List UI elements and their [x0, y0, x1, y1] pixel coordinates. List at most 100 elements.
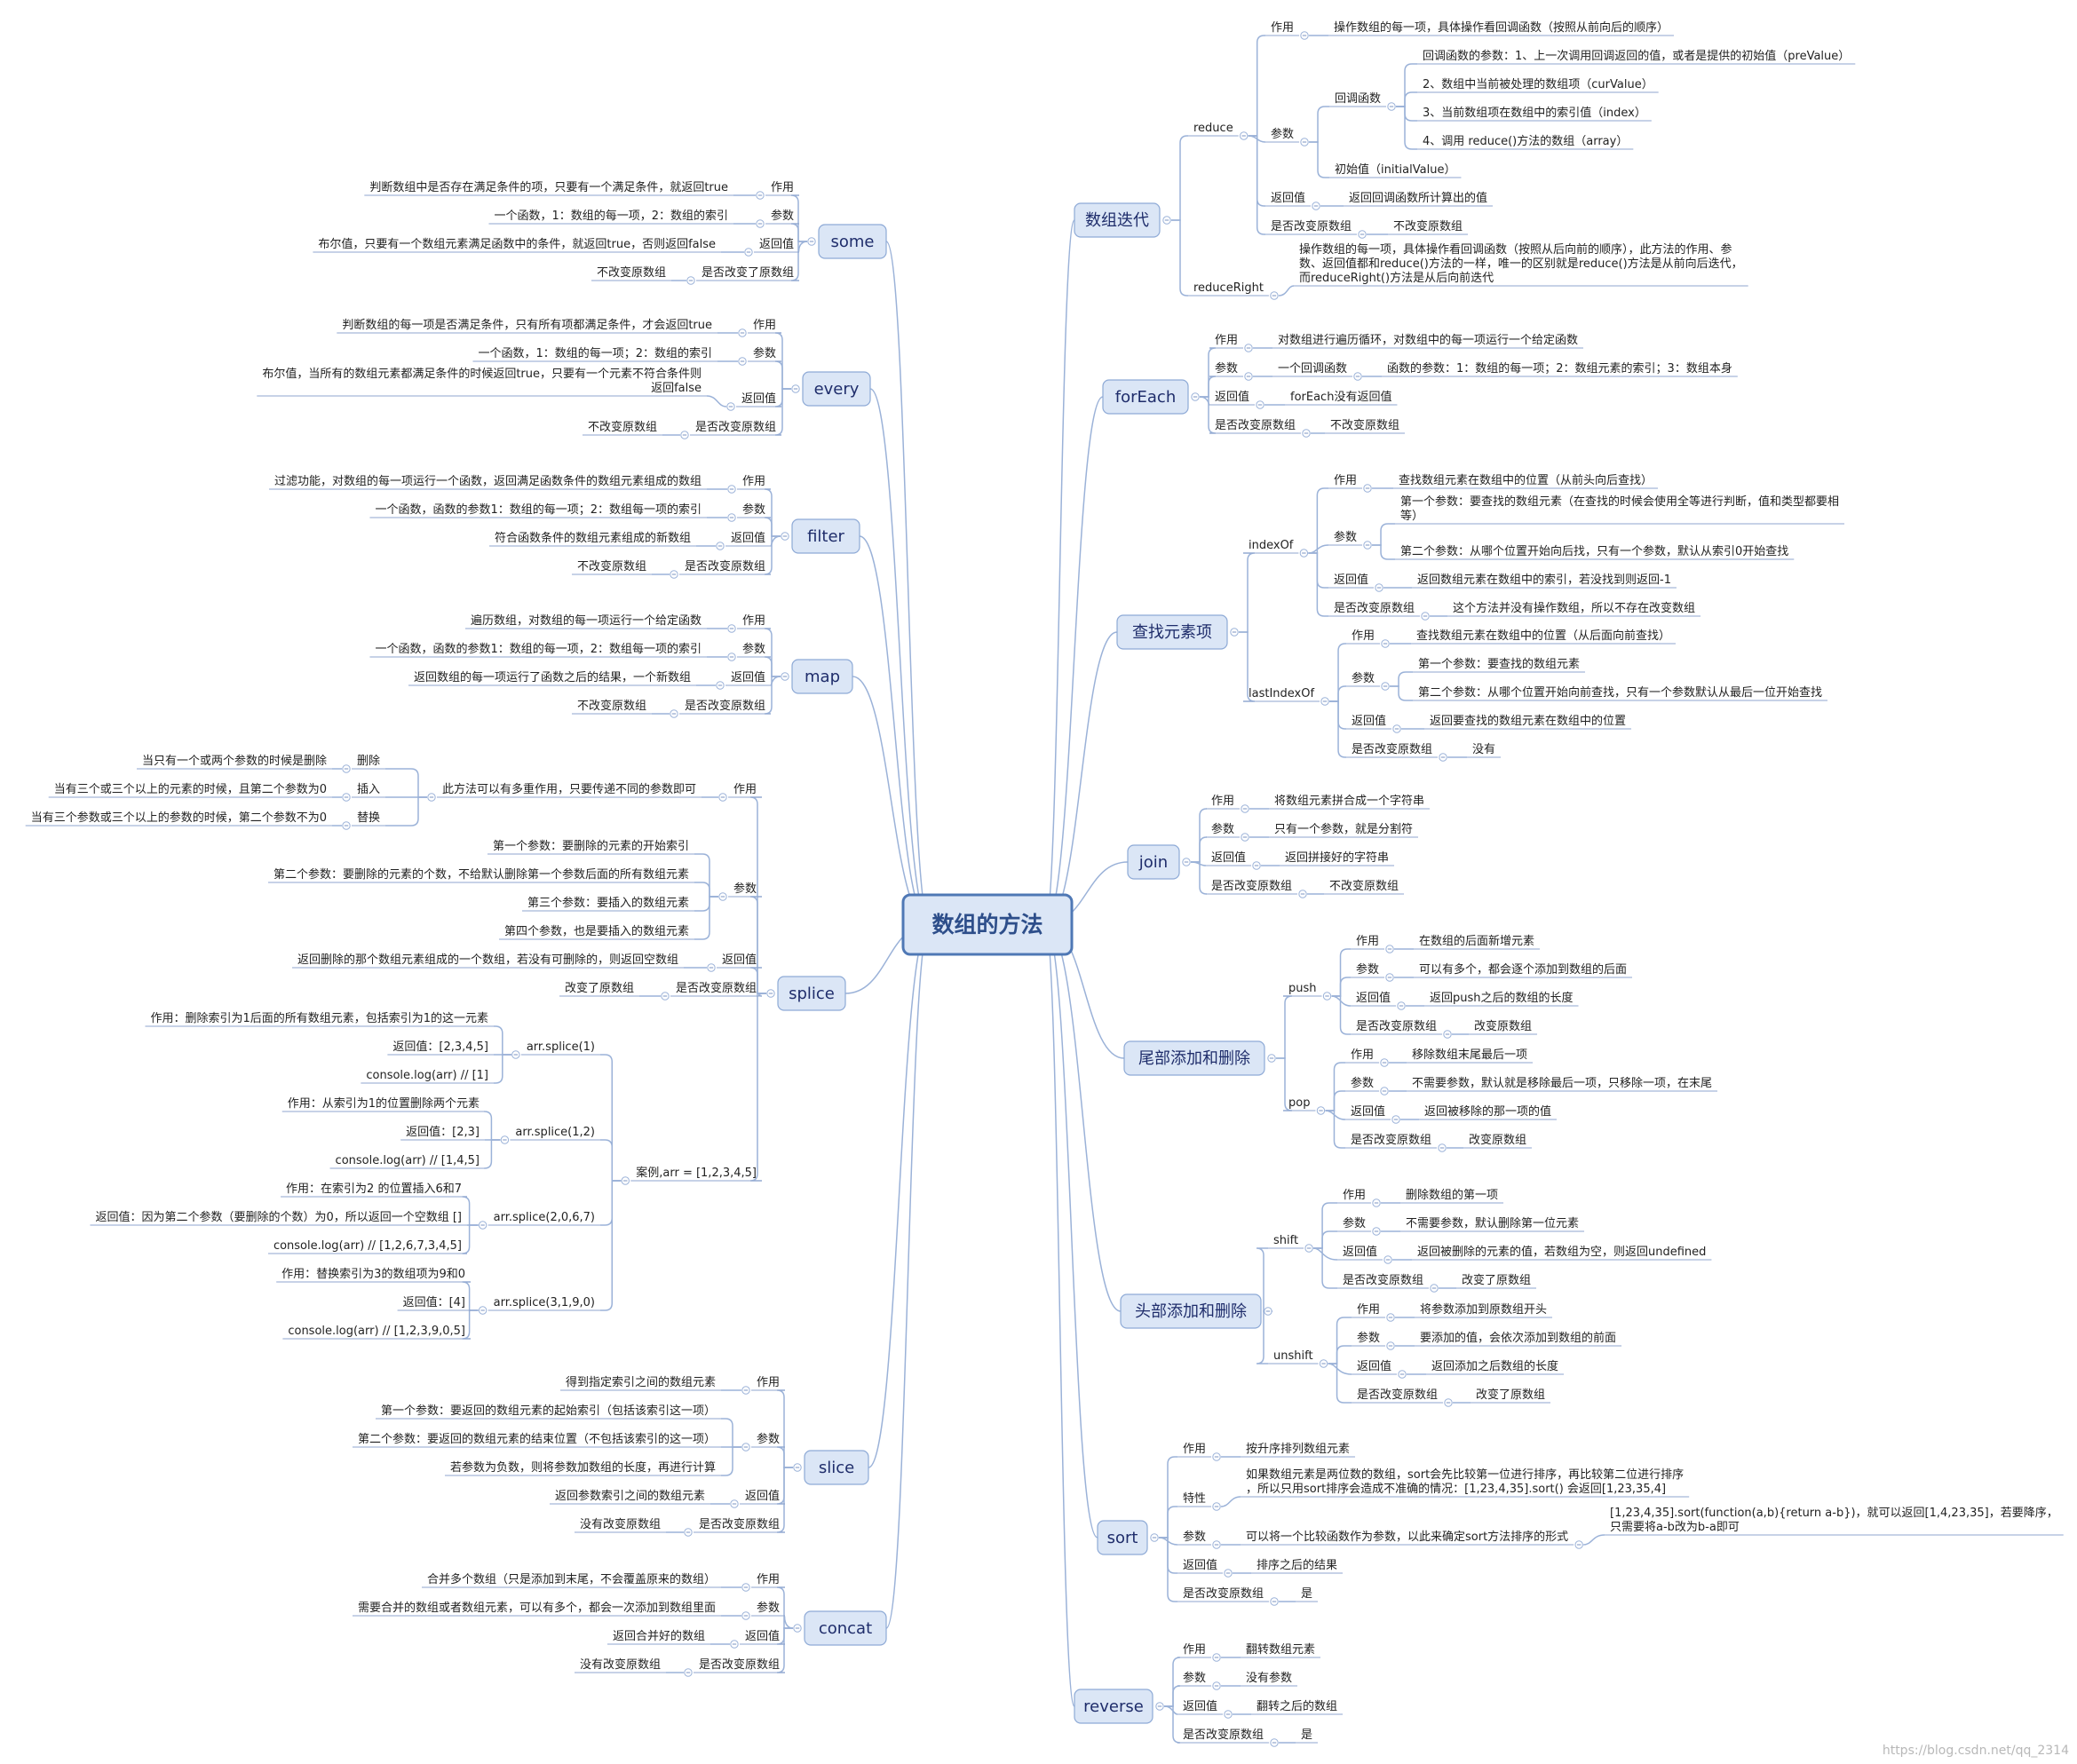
node-11-2[interactable]: 返回值 — [716, 670, 771, 690]
node-6-0[interactable]: 作用 — [1177, 1443, 1221, 1461]
node-6-2-0-0[interactable]: [1,23,4,35].sort(function(a,b){return a-… — [1605, 1506, 2064, 1536]
node-4-0-1[interactable]: 参数 — [1351, 962, 1394, 982]
node-4-0-0[interactable]: 作用 — [1351, 935, 1394, 953]
node-0-0-2-0[interactable]: 返回回调函数所计算出的值 — [1344, 191, 1494, 207]
node-10-3-0[interactable]: 不改变原数组 — [571, 559, 652, 575]
node-2-1-2[interactable]: 返回值 — [1346, 714, 1401, 733]
node-13-1[interactable]: 参数 — [741, 1432, 785, 1452]
node-4-1[interactable]: pop — [1283, 1096, 1326, 1115]
node-0-0-1-1[interactable]: 初始值（initialValue） — [1329, 162, 1462, 178]
node-9-0[interactable]: 作用 — [738, 319, 781, 337]
node-9-2[interactable]: 返回值 — [726, 392, 781, 411]
node-9-1-0[interactable]: 一个函数，1：数组的每一项；2：数组的索引 — [472, 346, 717, 362]
node-9-3[interactable]: 是否改变原数组 — [680, 420, 781, 439]
node-13-0-0[interactable]: 得到指定索引之间的数组元素 — [559, 1375, 721, 1391]
node-11-3-0[interactable]: 不改变原数组 — [571, 699, 652, 715]
node-0-0-1-0-3[interactable]: 4、调用 reduce()方法的数组（array） — [1417, 134, 1634, 150]
branch-12[interactable]: splice — [766, 976, 846, 1011]
node-14-0-0[interactable]: 合并多个数组（只是添加到末尾，不会覆盖原来的数组） — [421, 1572, 721, 1588]
node-5-1-3-0[interactable]: 改变了原数组 — [1471, 1388, 1551, 1404]
branch-13[interactable]: slice — [793, 1450, 869, 1485]
node-9-0-0[interactable]: 判断数组的每一项是否满足条件，只有所有项都满足条件，才会返回true — [337, 318, 717, 334]
node-6-1[interactable]: 特性 — [1177, 1492, 1221, 1511]
node-10-1-0[interactable]: 一个函数，函数的参数1：数组的每一项；2：数组每一项的索引 — [369, 502, 707, 518]
node-5-0-2[interactable]: 返回值 — [1337, 1245, 1392, 1264]
node-12-0-0-2-0[interactable]: 当有三个参数或三个以上的参数的时候，第二个参数不为0 — [25, 811, 332, 827]
node-14-2-0[interactable]: 返回合并好的数组 — [606, 1629, 710, 1645]
node-4-1-0[interactable]: 作用 — [1345, 1048, 1389, 1067]
node-13-0[interactable]: 作用 — [741, 1376, 785, 1395]
node-12-4-3-2[interactable]: console.log(arr) // [1,2,3,9,0,5] — [282, 1325, 471, 1340]
node-0-0-2[interactable]: 返回值 — [1265, 191, 1320, 210]
node-0-0-1-0[interactable]: 回调函数 — [1329, 92, 1396, 111]
node-4-1-3[interactable]: 是否改变原数组 — [1345, 1133, 1447, 1152]
node-12-4-3-0[interactable]: 作用：替换索引为3的数组项为9和0 — [276, 1267, 471, 1283]
node-8-2[interactable]: 返回值 — [744, 237, 799, 257]
node-11-2-0[interactable]: 返回数组的每一项运行了函数之后的结果，一个新数组 — [408, 670, 696, 686]
node-2-1-1-0[interactable]: 第一个参数：要查找的数组元素 — [1413, 657, 1586, 673]
node-6-0-0[interactable]: 按升序排列数组元素 — [1241, 1443, 1356, 1458]
node-12-4-1-0[interactable]: 作用：从索引为1的位置删除两个元素 — [281, 1096, 485, 1112]
node-1-0[interactable]: 作用 — [1209, 334, 1253, 352]
node-12-0-0[interactable]: 此方法可以有多重作用，只要传递不同的参数即可 — [427, 782, 702, 802]
node-0-0-3[interactable]: 是否改变原数组 — [1265, 219, 1367, 239]
node-6-1-0[interactable]: 如果数组元素是两位数的数组，sort会先比较第一位进行排序，再比较第二位进行排序… — [1241, 1467, 1690, 1498]
node-4-0-3[interactable]: 是否改变原数组 — [1351, 1019, 1452, 1039]
node-11-0[interactable]: 作用 — [727, 614, 771, 633]
node-10-2[interactable]: 返回值 — [716, 531, 771, 550]
node-7-0[interactable]: 作用 — [1177, 1643, 1221, 1662]
node-11-3[interactable]: 是否改变原数组 — [670, 699, 771, 718]
node-2-0-2[interactable]: 返回值 — [1328, 573, 1383, 592]
node-12-4-0-1[interactable]: 返回值：[2,3,4,5] — [387, 1040, 494, 1056]
node-0-0-0[interactable]: 作用 — [1265, 21, 1309, 40]
branch-5[interactable]: 头部添加和删除 — [1120, 1293, 1272, 1329]
node-3-1-0[interactable]: 只有一个参数，就是分割符 — [1269, 822, 1419, 838]
node-12-0-0-0-0[interactable]: 当只有一个或两个参数的时候是删除 — [136, 754, 332, 770]
node-4-1-2-0[interactable]: 返回被移除的那一项的值 — [1419, 1104, 1558, 1120]
node-12-4-2[interactable]: arr.splice(2,0,6,7) — [478, 1211, 600, 1230]
node-4-1-0-0[interactable]: 移除数组末尾最后一项 — [1407, 1048, 1534, 1064]
node-5-1-2-0[interactable]: 返回添加之后数组的长度 — [1426, 1359, 1565, 1375]
node-13-3-0[interactable]: 没有改变原数组 — [574, 1517, 666, 1533]
node-5-1-1-0[interactable]: 要添加的值，会依次添加到数组的前面 — [1415, 1331, 1622, 1347]
node-1-3-0[interactable]: 不改变原数组 — [1325, 418, 1406, 434]
node-12-4-2-2[interactable]: console.log(arr) // [1,2,6,7,3,4,5] — [267, 1239, 467, 1254]
node-12-4-1[interactable]: arr.splice(1,2) — [500, 1126, 600, 1144]
node-3-3-0[interactable]: 不改变原数组 — [1324, 879, 1405, 895]
node-8-0[interactable]: 作用 — [756, 181, 799, 200]
node-6-3-0[interactable]: 排序之后的结果 — [1251, 1558, 1344, 1574]
node-5-1-0[interactable]: 作用 — [1352, 1303, 1395, 1322]
branch-1[interactable]: forEach — [1102, 379, 1200, 415]
node-10-3[interactable]: 是否改变原数组 — [670, 559, 771, 579]
node-12-0-0-1-0[interactable]: 当有三个或三个以上的元素的时候，且第二个参数为0 — [48, 782, 332, 798]
node-12-2-0[interactable]: 返回删除的那个数组元素组成的一个数组，若没有可删除的，则返回空数组 — [291, 953, 684, 969]
node-12-0-0-0[interactable]: 删除 — [342, 755, 385, 773]
node-13-2-0[interactable]: 返回参数索引之间的数组元素 — [549, 1489, 710, 1505]
branch-8[interactable]: some — [807, 224, 887, 259]
node-8-1-0[interactable]: 一个函数，1：数组的每一项，2：数组的索引 — [488, 209, 733, 225]
node-12-4-2-0[interactable]: 作用：在索引为2 的位置插入6和7 — [281, 1182, 467, 1198]
node-12-1-1[interactable]: 第二个参数：要删除的元素的个数，不给默认删除第一个参数后面的所有数组元素 — [267, 867, 694, 883]
node-3-2[interactable]: 返回值 — [1206, 850, 1261, 870]
node-4-1-1-0[interactable]: 不需要参数，默认就是移除最后一项，只移除一项，在末尾 — [1407, 1076, 1718, 1092]
node-5-0-3[interactable]: 是否改变原数组 — [1337, 1273, 1439, 1293]
node-0-0-0-0[interactable]: 操作数组的每一项，具体操作看回调函数（按照从前向后的顺序） — [1328, 20, 1675, 36]
node-5-0-1[interactable]: 参数 — [1337, 1216, 1381, 1236]
node-11-1[interactable]: 参数 — [727, 642, 771, 661]
node-8-1[interactable]: 参数 — [756, 209, 799, 228]
node-7-1-0[interactable]: 没有参数 — [1241, 1671, 1298, 1687]
branch-10[interactable]: filter — [781, 518, 860, 554]
node-0-0[interactable]: reduce — [1188, 122, 1249, 140]
branch-14[interactable]: concat — [793, 1610, 887, 1646]
node-5-1-1[interactable]: 参数 — [1352, 1331, 1395, 1350]
node-4-1-1[interactable]: 参数 — [1345, 1076, 1389, 1096]
node-2-0-1-1[interactable]: 第二个参数：从哪个位置开始向后找，只有一个参数，默认从索引0开始查找 — [1395, 544, 1795, 560]
node-5-1-2[interactable]: 返回值 — [1352, 1359, 1407, 1379]
node-6-4-0[interactable]: 是 — [1296, 1587, 1319, 1602]
node-5-0-2-0[interactable]: 返回被删除的元素的值，若数组为空，则返回undefined — [1412, 1245, 1712, 1261]
node-12-4-2-1[interactable]: 返回值：因为第二个参数（要删除的个数）为0，所以返回一个空数组 [] — [90, 1210, 467, 1226]
node-12-4[interactable]: 案例,arr = [1,2,3,4,5] — [621, 1167, 762, 1185]
node-8-2-0[interactable]: 布尔值，只要有一个数组元素满足函数中的条件，就返回true，否则返回false — [313, 237, 721, 253]
node-12-4-3-1[interactable]: 返回值：[4] — [397, 1295, 471, 1311]
